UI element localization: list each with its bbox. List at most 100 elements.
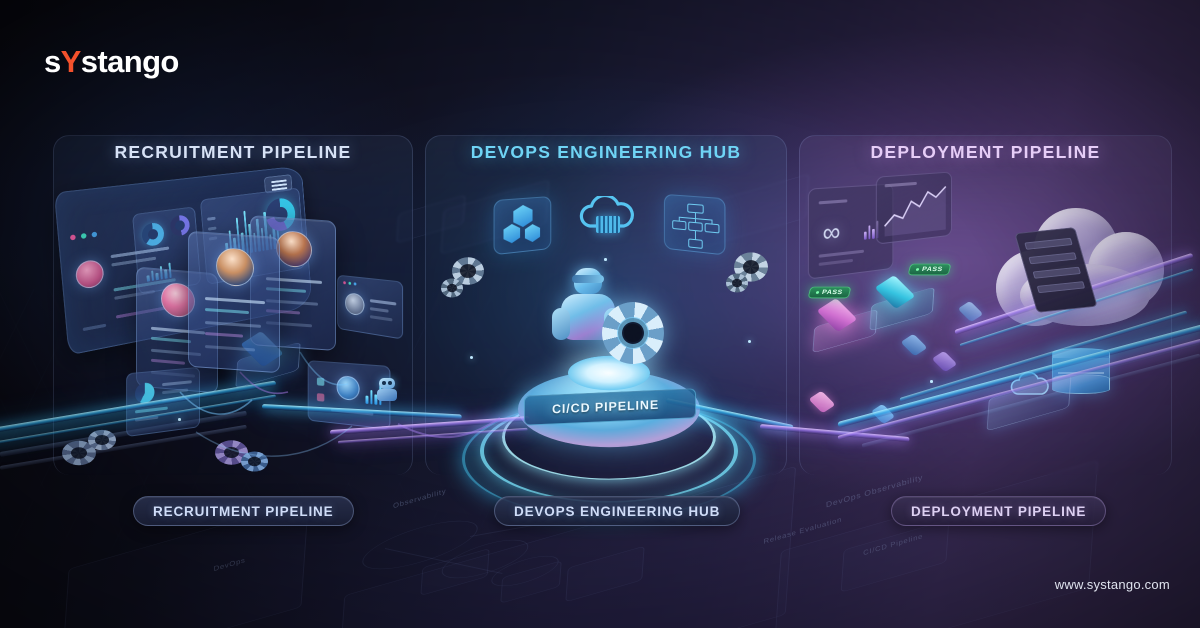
window-dots [69, 231, 98, 241]
robot-icon [376, 378, 398, 402]
deploy-artifact-cube [874, 275, 916, 309]
devops-engineer-figure [548, 268, 624, 354]
avatar [336, 375, 360, 402]
status-dot [316, 377, 325, 386]
text-line [135, 406, 168, 414]
status-badge-pass: PASS [807, 286, 852, 299]
text-line [266, 277, 322, 285]
donut-chart [169, 214, 191, 237]
text-line [114, 289, 156, 300]
logo-suffix: stango [80, 44, 180, 79]
background-connector-line [384, 548, 503, 574]
background-diagram-tile [500, 560, 562, 604]
status-dot-icon [815, 291, 820, 294]
gear-icon [215, 440, 248, 465]
database-icon [1052, 348, 1110, 394]
text-line [205, 307, 249, 315]
pipeline-node-cube [240, 330, 284, 368]
kubernetes-hexagons-panel [493, 195, 552, 256]
logo-accent-letter: Y [60, 44, 82, 79]
text-line [135, 415, 159, 422]
background-label: CI/CD Pipeline [863, 532, 924, 557]
pipeline-beam [759, 424, 910, 443]
text-line [162, 388, 189, 395]
text-line [151, 348, 201, 357]
panel-devops [425, 135, 787, 475]
kpi-donut-panel [132, 206, 202, 295]
package-cube [808, 390, 836, 414]
recruitment-dashboard-screen [53, 165, 313, 356]
panel-title-recruitment: RECRUITMENT PIPELINE [114, 142, 352, 162]
text-line [82, 323, 107, 332]
package-cube [870, 403, 896, 425]
database-bottom [1052, 374, 1110, 394]
candidate-card [188, 230, 280, 374]
light-particle [748, 340, 751, 343]
cloud-upload-icon [1008, 371, 1050, 402]
background-diagram-tile [565, 545, 645, 603]
gear-icon-hub-inner [615, 315, 651, 351]
light-particle [470, 356, 473, 359]
server-rack-icon [1014, 227, 1098, 313]
kubernetes-hex-icon [504, 223, 521, 244]
text-line [266, 309, 300, 315]
candidate-card [250, 214, 336, 352]
pill-label-devops: DEVOPS ENGINEERING HUB [494, 496, 741, 526]
cloud-lobe [1088, 232, 1164, 308]
deploy-stage-platform [812, 308, 878, 354]
background-diagram-tile [771, 460, 1099, 628]
workflow-tree-panel [663, 193, 726, 256]
systango-logo[interactable]: sYstango [44, 44, 179, 80]
text-line [818, 249, 864, 258]
delivery-trend-screen [875, 171, 952, 245]
text-line [266, 299, 318, 306]
cloud-container-icon [576, 193, 638, 242]
light-particle [604, 258, 607, 261]
panel-title-devops: DEVOPS ENGINEERING HUB [470, 142, 742, 162]
background-diagram-tile [420, 548, 490, 596]
website-url[interactable]: www.systango.com [1054, 577, 1170, 592]
text-line [369, 315, 393, 322]
package-cube [900, 333, 928, 357]
donut-chart [135, 381, 155, 405]
text-line [113, 278, 176, 292]
mini-bar-chart [145, 260, 172, 282]
gear-icon-hub [602, 302, 664, 364]
donut-chart [264, 196, 297, 233]
pill-label-deployment: DEPLOYMENT PIPELINE [891, 496, 1107, 526]
background-diagram-tile [700, 173, 810, 249]
pipeline-beam [337, 427, 528, 444]
status-badge-label: PASS [921, 266, 944, 273]
avatar [161, 281, 195, 319]
gear-icon-left-small [441, 278, 463, 298]
avatar [216, 246, 254, 288]
gear-icon [241, 451, 268, 472]
hamburger-menu-icon [263, 174, 293, 194]
background-label: Observability [392, 487, 447, 510]
gear-icon-right-small [726, 273, 748, 293]
text-line [205, 331, 243, 338]
deploy-artifact-cube [816, 298, 858, 332]
text-line [151, 358, 185, 365]
conveyor-rail [0, 410, 247, 457]
text-line [205, 320, 261, 328]
bar-chart [222, 203, 280, 257]
kubernetes-hex-icon [525, 223, 540, 242]
container-bars-icon [596, 216, 620, 233]
window-dots [343, 281, 357, 286]
text-line [115, 305, 169, 319]
text-line [111, 256, 157, 267]
gear-icon-left [452, 257, 484, 285]
pill-label-recruitment: RECRUITMENT PIPELINE [133, 496, 354, 526]
background-diagram-tile [440, 179, 550, 255]
text-line [818, 199, 848, 205]
donut-chart-hole [273, 206, 289, 224]
axis-tick [208, 236, 218, 241]
background-diagram-tile [333, 465, 797, 628]
text-line [151, 326, 205, 335]
hub-inner-glow [568, 355, 650, 391]
analytics-card [126, 366, 200, 438]
